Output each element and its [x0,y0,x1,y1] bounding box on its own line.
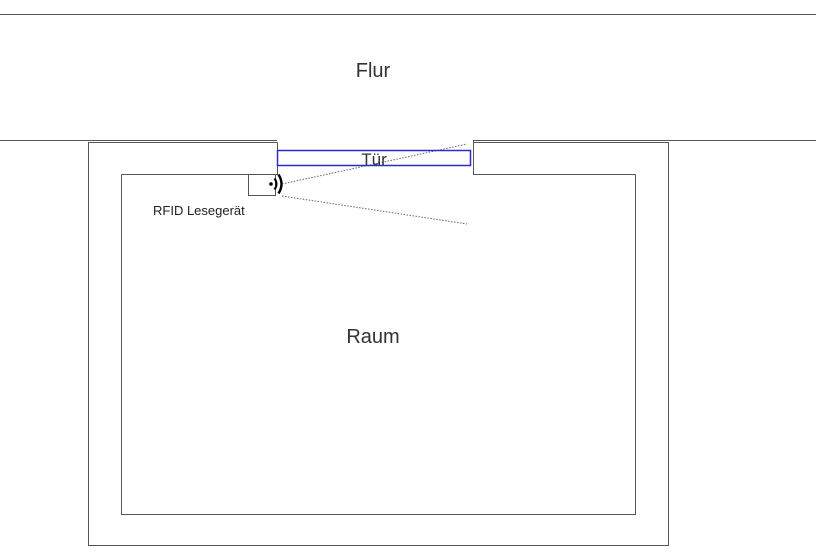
rfid-reader-label: RFID Lesegerät [153,203,245,218]
door-jamb-right [473,140,636,175]
corridor-label: Flur [356,60,391,82]
door-leaf [276,149,472,167]
rfid-signal-icon [269,173,283,195]
door-jamb-left [121,142,278,175]
room-inner-wall [121,174,636,515]
reader-field-line-bottom [281,195,468,225]
room-label: Raum [346,326,399,348]
room-outer-wall [88,142,669,546]
door-label: Tür [361,150,387,169]
